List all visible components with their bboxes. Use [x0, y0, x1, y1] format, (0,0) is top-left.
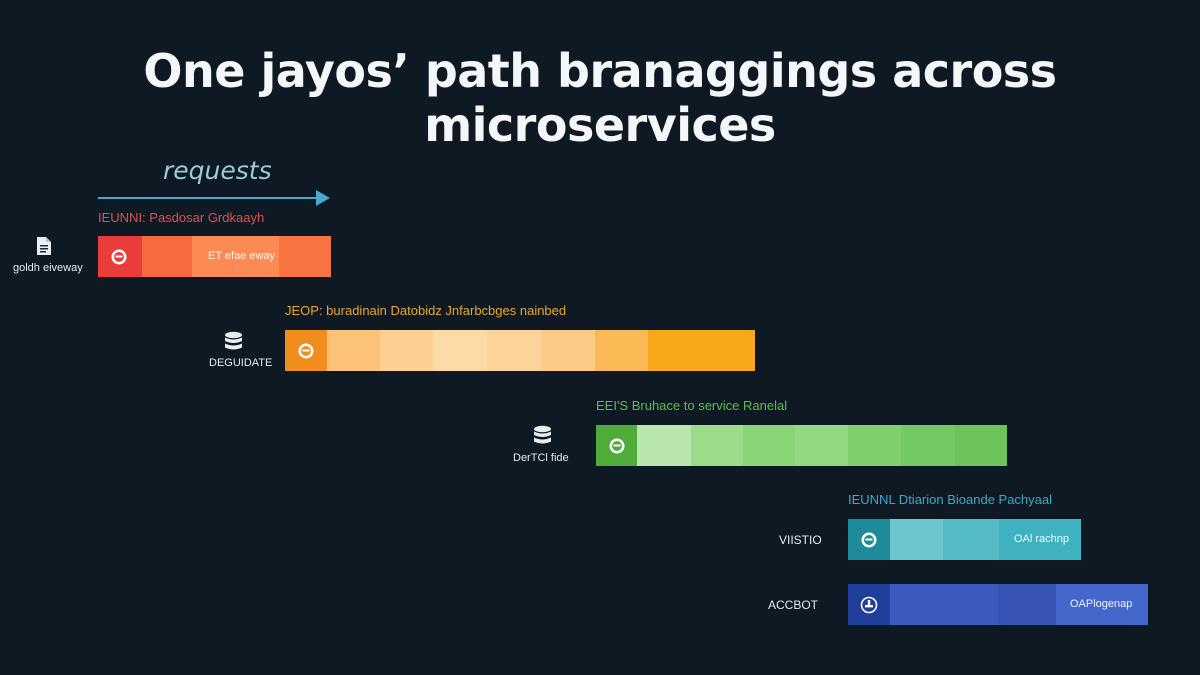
lane-4-header: IEUNNL Dtiarion Bioande Pachyaal [848, 492, 1053, 507]
lane-1-span-icon [98, 236, 140, 277]
lane-1-service-label: goldh eiveway [13, 262, 83, 274]
lane-2-span-icon [285, 330, 327, 371]
lane-4-span-icon [848, 519, 890, 560]
lane-4-span-text: OAl rachnp [1014, 533, 1070, 545]
lane-3-service-label: DerTCl fide [513, 452, 569, 464]
lane-3-span-icon [596, 425, 638, 466]
lane-2-header: JEOP: buradinain Datobidz Jnfarbcbges na… [285, 303, 567, 318]
lane-5-span-icon [848, 584, 890, 625]
requests-axis-label: requests [163, 156, 272, 185]
lane-5-span-text: OAPlogenap [1070, 598, 1133, 610]
lane-4-service-label: VIISTIO [779, 533, 822, 547]
database-icon [534, 425, 551, 444]
lane-3-span-bar[interactable] [596, 425, 1007, 466]
lane-1-span-text: ET efae eway [208, 250, 276, 262]
lane-4-span-bar[interactable]: OAl rachnp [848, 519, 1081, 560]
database-icon [225, 331, 242, 350]
requests-arrow-icon [98, 190, 330, 206]
lane-1-span-bar[interactable]: ET efae eway [98, 236, 331, 277]
diagram-title: One jayos’ path branaggings across micro… [143, 44, 1057, 152]
lane-2-span-bar[interactable] [285, 330, 755, 371]
lane-5-span-bar[interactable]: OAPlogenap [848, 584, 1148, 625]
lane-2-service-label: DEGUIDATE [209, 357, 273, 369]
lane-1-header: IEUNNI: Pasdosar Grdkaayh [98, 210, 265, 225]
lane-5-service-label: ACCBOT [768, 598, 819, 612]
document-icon [37, 237, 51, 255]
lane-3-header: EEI'S Bruhace to service Ranelal [596, 398, 788, 413]
